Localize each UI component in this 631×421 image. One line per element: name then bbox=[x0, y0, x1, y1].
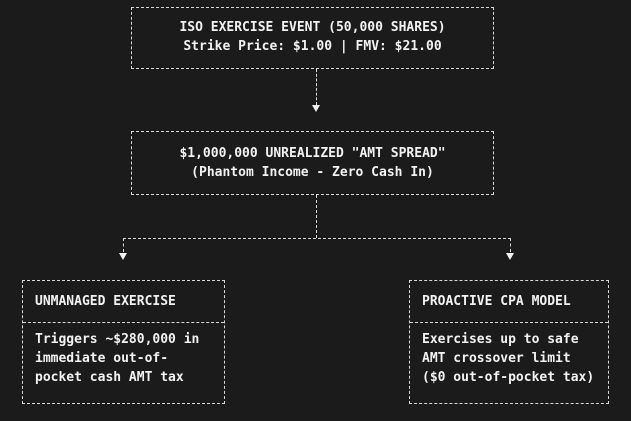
arrow-down-icon bbox=[312, 105, 320, 112]
amt-spread-box: $1,000,000 UNREALIZED "AMT SPREAD" (Phan… bbox=[131, 131, 494, 195]
iso-exercise-title: ISO EXERCISE EVENT (50,000 SHARES) bbox=[179, 20, 446, 35]
box-divider bbox=[23, 322, 224, 323]
connector-branch-right bbox=[510, 238, 511, 252]
iso-exercise-event-box: ISO EXERCISE EVENT (50,000 SHARES) Strik… bbox=[131, 7, 494, 69]
amt-spread-title: $1,000,000 UNREALIZED "AMT SPREAD" bbox=[179, 146, 446, 161]
proactive-cpa-title: PROACTIVE CPA MODEL bbox=[422, 294, 571, 309]
arrow-down-icon bbox=[119, 253, 127, 260]
unmanaged-exercise-title: UNMANAGED EXERCISE bbox=[35, 294, 176, 309]
proactive-cpa-box: PROACTIVE CPA MODEL Exercises up to safe… bbox=[409, 280, 609, 404]
unmanaged-body-line: immediate out-of- bbox=[35, 351, 169, 366]
unmanaged-body-line: Triggers ~$280,000 in bbox=[35, 332, 200, 347]
connector-top-middle bbox=[316, 69, 317, 105]
proactive-body-line: ($0 out-of-pocket tax) bbox=[422, 370, 595, 385]
connector-middle-branch bbox=[316, 195, 317, 238]
connector-branch-left bbox=[123, 238, 124, 252]
proactive-body-line: AMT crossover limit bbox=[422, 351, 571, 366]
phantom-income-line: (Phantom Income - Zero Cash In) bbox=[191, 165, 434, 180]
unmanaged-exercise-box: UNMANAGED EXERCISE Triggers ~$280,000 in… bbox=[22, 280, 225, 404]
strike-fmv-line: Strike Price: $1.00 | FMV: $21.00 bbox=[183, 39, 442, 54]
arrow-down-icon bbox=[506, 253, 514, 260]
connector-branch-horizontal bbox=[123, 238, 511, 239]
box-divider bbox=[410, 322, 608, 323]
proactive-body-line: Exercises up to safe bbox=[422, 332, 579, 347]
unmanaged-body-line: pocket cash AMT tax bbox=[35, 370, 184, 385]
